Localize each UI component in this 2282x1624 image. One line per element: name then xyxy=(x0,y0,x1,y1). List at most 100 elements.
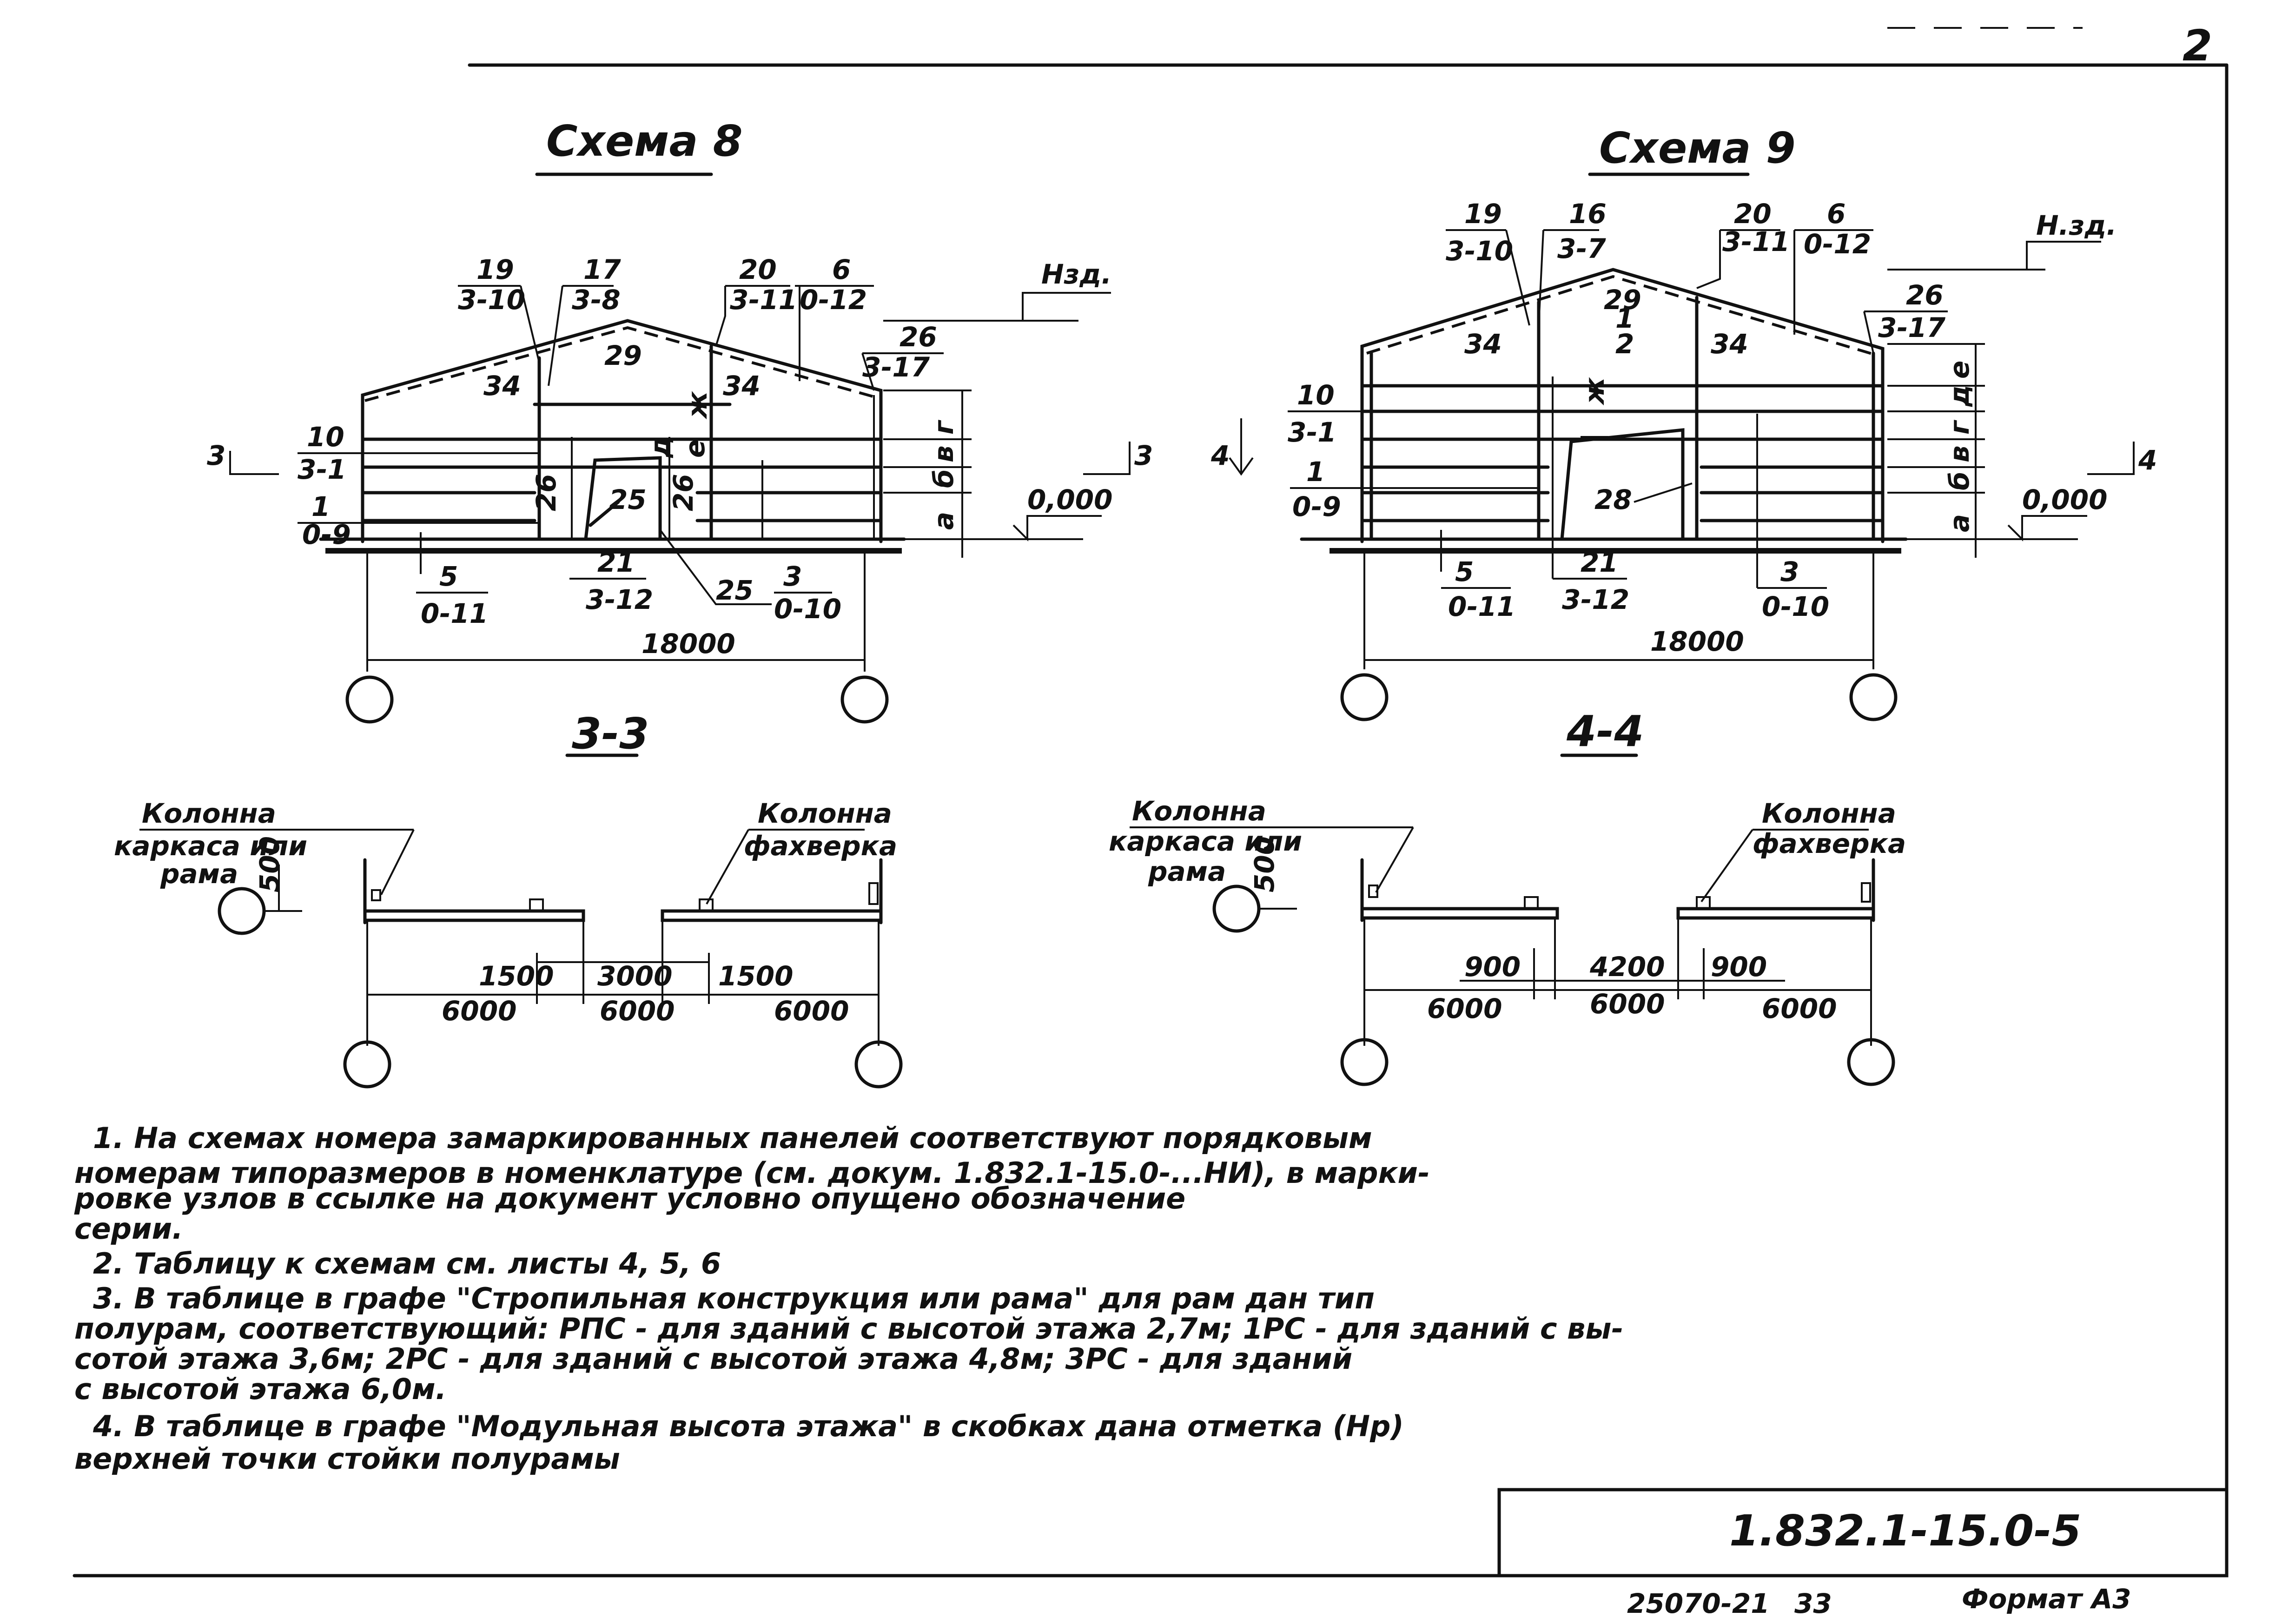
callout-20-bottom: 3-11 xyxy=(730,284,797,316)
callout-21-bottom: 3-12 xyxy=(586,584,653,615)
label-left-2: каркаса или xyxy=(1109,825,1302,857)
panel-25: 25 xyxy=(609,484,647,515)
note-line-10: 4. В таблице в графе "Модульная высота э… xyxy=(93,1409,1404,1443)
callout-19-bottom: 3-10 xyxy=(458,284,525,316)
callout-21-bottom: 3-12 xyxy=(1562,584,1629,615)
door-letter-d: д xyxy=(644,436,676,458)
callout-5-top: 5 xyxy=(439,561,458,592)
overall-dimension: 18000 xyxy=(642,628,735,660)
zero-mark: 0,000 xyxy=(1027,484,1112,515)
axis-bubble-left xyxy=(1340,1038,1389,1086)
height-letter-a: а xyxy=(1944,514,1975,532)
callout-26-bottom: 3-17 xyxy=(1878,312,1946,343)
note-line-11: верхней точки стойки полурамы xyxy=(74,1442,620,1476)
callout-6-bottom: 0-12 xyxy=(800,284,867,316)
height-letter-g: г xyxy=(1944,420,1975,435)
height-mark: Н.зд. xyxy=(2036,210,2117,241)
note-line-2: номерам типоразмеров в номенклатуре (см.… xyxy=(74,1156,1430,1190)
label-left-1: Колонна xyxy=(142,798,276,829)
height-letter-a: а xyxy=(928,512,959,530)
callout-26-top: 26 xyxy=(900,321,937,353)
dim-bottom-3: 6000 xyxy=(1762,993,1837,1024)
callout-6-bottom: 0-12 xyxy=(1804,228,1871,260)
section-4-4-title: 4-4 xyxy=(1566,706,1644,756)
height-letter-b: б xyxy=(1944,472,1975,491)
callout-10-bottom: 3-1 xyxy=(298,454,346,485)
callout-16-top: 16 xyxy=(1569,198,1607,230)
axis-bubble-left xyxy=(343,1040,391,1089)
note-line-3: ровке узлов в ссылке на документ условно… xyxy=(74,1182,1185,1215)
note-line-4: серии. xyxy=(74,1212,183,1246)
dim-bottom-2: 6000 xyxy=(600,995,675,1027)
height-mark: Нзд. xyxy=(1041,258,1111,290)
dim-top-1: 1500 xyxy=(479,960,554,992)
callout-26-bottom: 3-17 xyxy=(862,351,930,383)
axis-bubble-right xyxy=(840,675,889,724)
sheet-frame: 2 xyxy=(73,21,2229,1578)
dim-bottom-2: 6000 xyxy=(1590,988,1665,1020)
dim-top-3: 1500 xyxy=(718,960,793,992)
stamp-sheet-code: 33 xyxy=(1794,1588,1832,1619)
door-letter-zh: ж xyxy=(1579,377,1610,406)
stamp-format: Формат А3 xyxy=(1962,1583,2131,1615)
axis-bubble-right xyxy=(1849,673,1898,721)
callout-1-top: 1 xyxy=(311,491,330,522)
section-3-3-title: 3-3 xyxy=(572,709,649,759)
callout-19-bottom: 3-10 xyxy=(1446,235,1513,267)
callout-25-top: 25 xyxy=(716,574,754,606)
panel-26-left: 26 xyxy=(530,474,562,511)
callout-10-top: 10 xyxy=(1297,379,1335,411)
notes-block: 1. На схемах номера замаркированных пане… xyxy=(74,1121,1623,1476)
axis-bubble-left xyxy=(345,675,394,724)
dim-top-1: 900 xyxy=(1464,951,1521,983)
callout-17-bottom: 3-8 xyxy=(572,284,621,316)
callout-20-top: 20 xyxy=(1734,198,1772,230)
overall-dimension: 18000 xyxy=(1650,626,1744,657)
callout-19-top: 19 xyxy=(476,254,514,285)
panel-1: 1 xyxy=(1615,303,1634,334)
height-letter-b: б xyxy=(928,469,959,489)
panel-29: 29 xyxy=(1604,284,1641,316)
callout-1-top: 1 xyxy=(1306,456,1325,488)
label-right-2: фахверка xyxy=(744,830,897,862)
section-mark-left: 4 xyxy=(1210,440,1230,471)
height-letter-g: г xyxy=(928,420,959,435)
callout-5-bottom: 0-11 xyxy=(421,598,488,629)
section-mark-right: 4 xyxy=(2138,444,2157,476)
panel-34-left: 34 xyxy=(483,370,521,402)
callout-5-top: 5 xyxy=(1455,556,1474,588)
callout-19-top: 19 xyxy=(1464,198,1502,230)
callout-3-bottom: 0-10 xyxy=(1762,591,1829,622)
callout-21-top: 21 xyxy=(1581,547,1618,578)
section-mark-left: 3 xyxy=(207,440,225,471)
callout-6-top: 6 xyxy=(832,254,851,285)
section-3-3: 3-3 Колонна каркаса или рама 500 Колонна… xyxy=(114,709,903,1089)
label-right-2: фахверка xyxy=(1753,828,1906,859)
callout-1-bottom: 0-9 xyxy=(302,519,351,550)
dim-top-2: 3000 xyxy=(597,960,672,992)
note-line-7: полурам, соответствующий: РПС - для здан… xyxy=(74,1312,1623,1346)
callout-20-top: 20 xyxy=(739,254,777,285)
note-line-8: сотой этажа 3,6м; 2РС - для зданий с выс… xyxy=(74,1342,1352,1376)
height-letter-d: д xyxy=(1944,385,1975,407)
section-mark-right: 3 xyxy=(1134,440,1153,471)
callout-26-top: 26 xyxy=(1906,279,1944,311)
axis-bubble xyxy=(218,887,266,935)
dim-top-2: 4200 xyxy=(1589,951,1665,983)
height-letter-v: в xyxy=(1944,445,1975,462)
callout-3-bottom: 0-10 xyxy=(774,593,841,625)
panel-29: 29 xyxy=(604,340,642,371)
offset-500: 500 xyxy=(254,836,285,892)
callout-20-bottom: 3-11 xyxy=(1722,226,1790,257)
panel-26-right: 26 xyxy=(668,474,699,511)
zero-mark: 0,000 xyxy=(2022,484,2107,515)
panel-34-right: 34 xyxy=(723,370,761,402)
callout-17-top: 17 xyxy=(583,254,621,285)
dim-bottom-1: 6000 xyxy=(442,995,516,1027)
scheme-9-title: Схема 9 xyxy=(1599,123,1796,173)
label-left-3: рама xyxy=(1148,856,1226,887)
panel-34-right: 34 xyxy=(1711,328,1748,360)
document-designation: 1.832.1-15.0-5 xyxy=(1729,1506,2081,1556)
stamp-inventory-number: 25070-21 xyxy=(1627,1588,1770,1619)
